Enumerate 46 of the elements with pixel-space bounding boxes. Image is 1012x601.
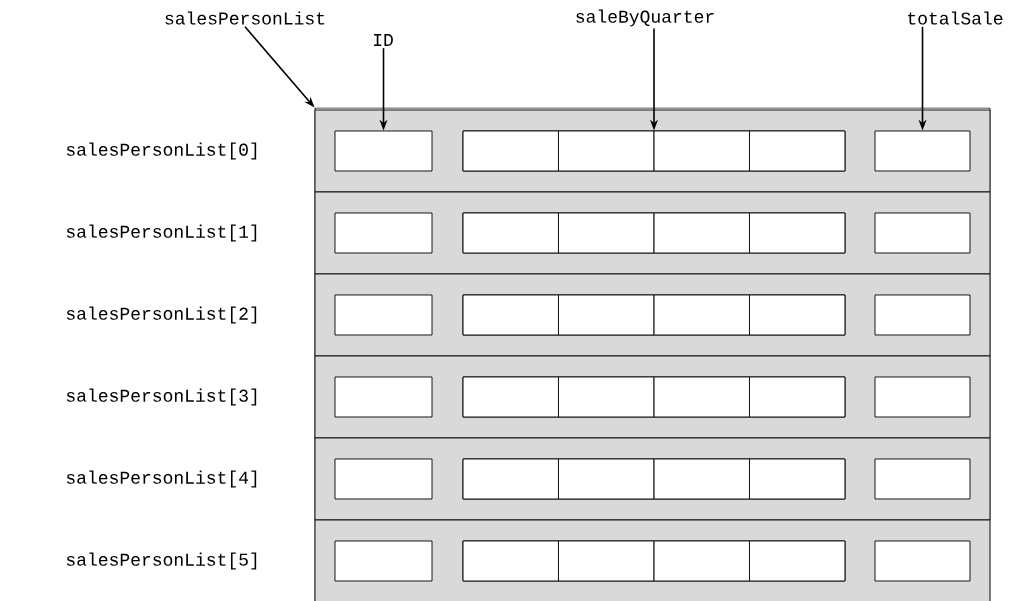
field-box [874, 376, 971, 418]
array-cell [653, 212, 750, 254]
field-box [874, 458, 971, 500]
array-cell [653, 458, 750, 500]
field-box [874, 540, 971, 582]
field-box [334, 130, 433, 172]
field-box [334, 458, 433, 500]
member-label: totalSale [908, 11, 1003, 25]
array-cell [558, 294, 655, 336]
array-cell [462, 540, 559, 582]
row-label: salesPersonList[1] [66, 224, 257, 242]
row-label: salesPersonList[2] [66, 306, 257, 324]
array-cell [653, 130, 750, 172]
member-label: ID [374, 34, 393, 46]
array-cell [462, 294, 559, 336]
array-cell [558, 212, 655, 254]
row-label: salesPersonList[5] [66, 552, 257, 570]
member-label: saleByQuarter [576, 9, 714, 27]
row-label: salesPersonList[0] [66, 142, 257, 160]
array-cell [749, 458, 846, 500]
array-cell [558, 376, 655, 418]
array-cell [462, 212, 559, 254]
array-cell [749, 130, 846, 172]
field-box [334, 376, 433, 418]
array-cell [749, 212, 846, 254]
array-cell [462, 376, 559, 418]
field-box [874, 294, 971, 336]
array-cell [749, 376, 846, 418]
field-box [874, 212, 971, 254]
field-box [334, 540, 433, 582]
field-box [334, 294, 433, 336]
array-cell [653, 540, 750, 582]
array-cell [462, 130, 559, 172]
array-cell [653, 376, 750, 418]
array-cell [462, 458, 559, 500]
array-cell [558, 130, 655, 172]
array-cell [558, 540, 655, 582]
array-cell [653, 294, 750, 336]
array-cell [749, 540, 846, 582]
row-label: salesPersonList[3] [66, 388, 257, 406]
field-box [334, 212, 433, 254]
member-label: salesPersonList [165, 11, 325, 25]
array-cell [749, 294, 846, 336]
array-cell [558, 458, 655, 500]
field-box [874, 130, 971, 172]
row-label: salesPersonList[4] [66, 470, 257, 488]
